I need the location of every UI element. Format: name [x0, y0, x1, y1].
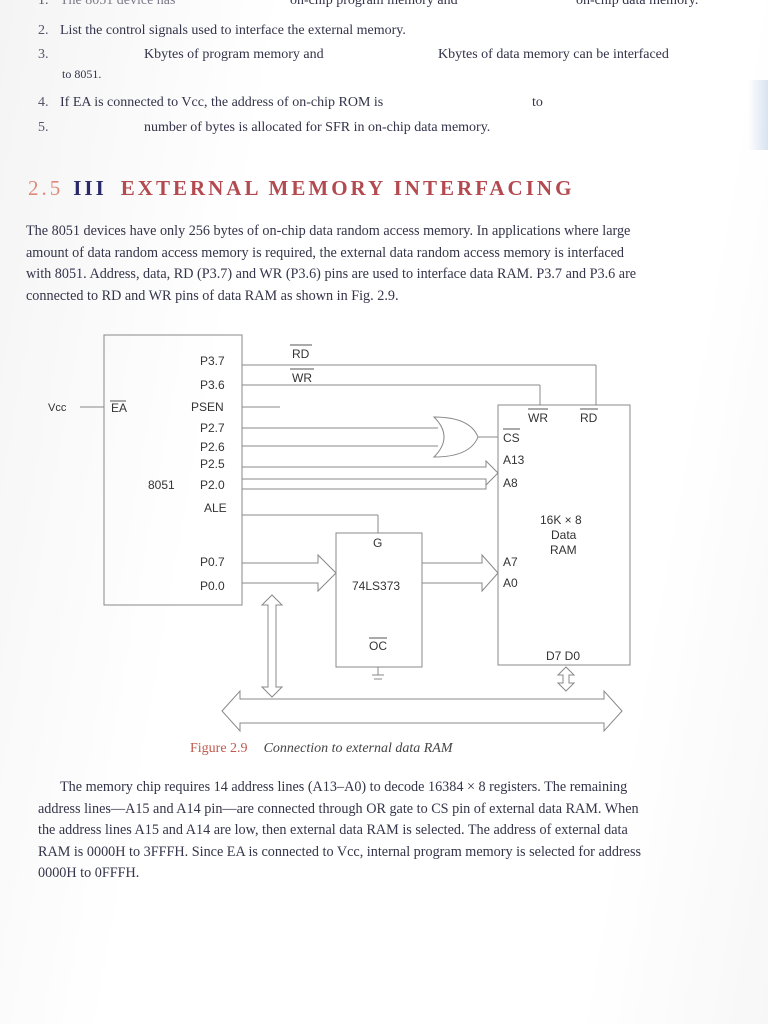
exercise-1: 1.The 8051 device has on-chip program me…	[38, 0, 699, 8]
pin-p00: P0.0	[200, 579, 225, 593]
cpu-name: 8051	[148, 478, 175, 492]
latch-oc-label: OC	[369, 639, 387, 653]
intro-paragraph: The 8051 devices have only 256 bytes of …	[26, 221, 766, 307]
figure-title: Connection to external data RAM	[263, 741, 453, 756]
ram-data-pins-label: D7 D0	[546, 649, 580, 663]
data-bus	[221, 689, 623, 733]
intro-line: connected to RD and WR pins of data RAM …	[26, 287, 399, 304]
address-bus-low-out	[422, 553, 499, 593]
cpu-8051-box	[103, 334, 243, 606]
figure-number: Figure 2.9	[190, 741, 248, 756]
exercise-3: 3. Kbytes of program memory and Kbytes o…	[38, 47, 669, 62]
or-gate	[432, 416, 479, 458]
pin-psen: PSEN	[191, 400, 224, 414]
rd-label: RD	[292, 347, 310, 361]
address-bus-low-in	[242, 553, 337, 593]
connection-diagram: RD WR Vcc EA P3.7 P3.6 PSEN P2.7 P2.6 P2…	[48, 334, 631, 733]
figure-caption: Figure 2.9 Connection to external data RA…	[190, 741, 453, 757]
exercise-5: 5. number of bytes is allocated for SFR …	[38, 120, 491, 135]
body-line: 0000H to 0FFFH.	[38, 865, 140, 881]
body-paragraph: The memory chip requires 14 address line…	[38, 777, 766, 885]
ram-a13-label: A13	[503, 453, 525, 467]
pin-p37: P3.7	[200, 354, 225, 368]
ram-size-label: 16K × 8	[540, 513, 582, 527]
body-line: address lines—A15 and A14 pin—are connec…	[38, 800, 639, 817]
page-glare	[748, 80, 768, 150]
pin-p36: P3.6	[200, 378, 225, 392]
pin-p25: P2.5	[200, 457, 225, 471]
body-line: RAM is 0000H to 3FFFH. Since EA is conne…	[38, 843, 641, 860]
pin-p07: P0.7	[200, 555, 225, 569]
pin-ale: ALE	[204, 501, 227, 515]
vcc-label: Vcc	[48, 402, 67, 414]
ram-a8-label: A8	[503, 476, 518, 490]
ram-word: RAM	[550, 543, 577, 557]
exercise-3-continued: to 8051.	[62, 67, 102, 81]
exercise-4: 4.If EA is connected to Vcc, the address…	[38, 95, 543, 110]
intro-line: The 8051 devices have only 256 bytes of …	[26, 223, 631, 239]
latch-box	[335, 532, 423, 668]
intro-line: amount of data random access memory is r…	[26, 244, 625, 261]
pin-p20: P2.0	[200, 478, 225, 492]
ram-cs-label: CS	[503, 431, 520, 445]
intro-line: with 8051. Address, data, RD (P3.7) and …	[26, 266, 637, 282]
latch-name: 74LS373	[352, 579, 400, 593]
pin-p26: P2.6	[200, 440, 225, 454]
ram-rd-label: RD	[580, 411, 598, 425]
ram-wr-label: WR	[528, 411, 548, 425]
p0-data-link	[260, 594, 284, 698]
address-bus-high	[242, 459, 499, 487]
ram-a0-label: A0	[503, 576, 518, 590]
ea-label: EA	[111, 401, 127, 415]
ram-box	[497, 404, 631, 666]
ram-data-word: Data	[551, 528, 577, 542]
body-line: The memory chip requires 14 address line…	[60, 779, 628, 795]
pin-p27: P2.7	[200, 421, 225, 435]
latch-g-label: G	[373, 536, 382, 550]
body-line: the address lines A15 and A14 are low, t…	[38, 822, 628, 838]
ram-a7-label: A7	[503, 555, 518, 569]
wr-label: WR	[292, 371, 312, 385]
exercise-2: 2.List the control signals used to inter…	[38, 23, 406, 38]
ram-data-link	[556, 666, 576, 692]
